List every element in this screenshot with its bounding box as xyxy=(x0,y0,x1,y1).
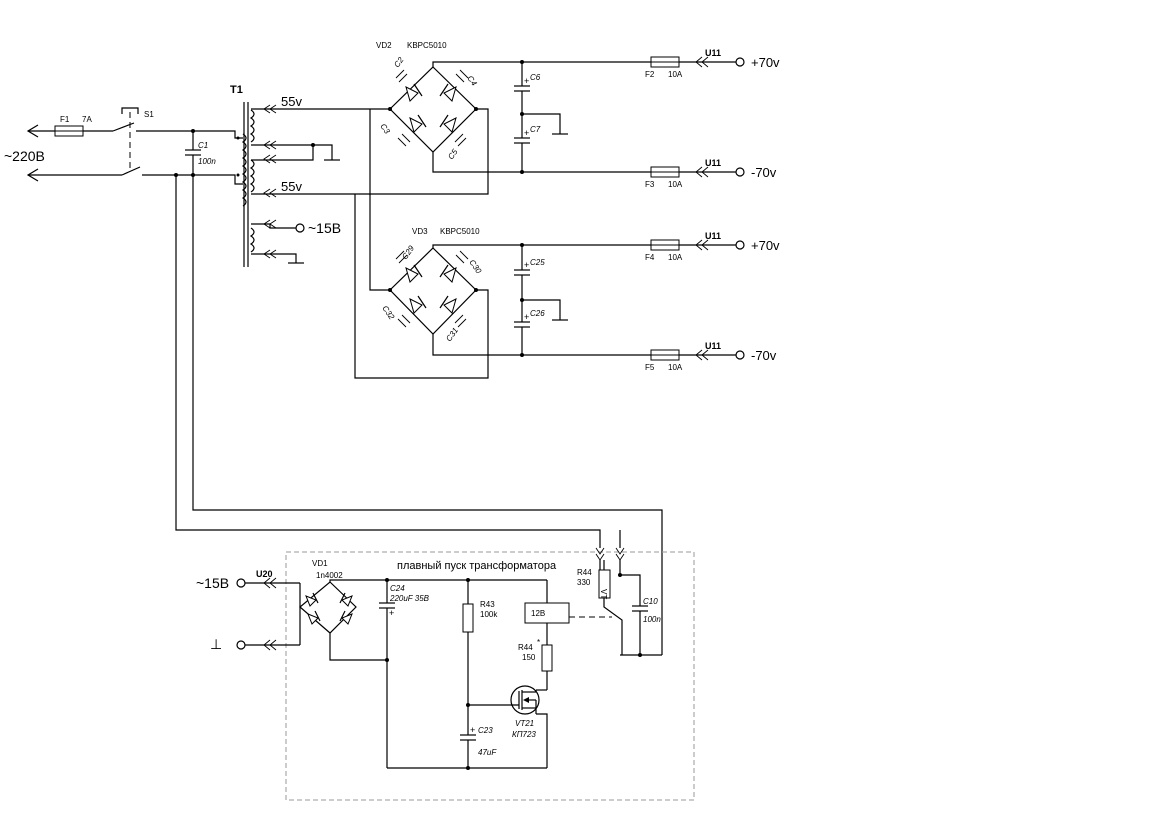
output-2-connector: U11 xyxy=(705,158,721,168)
svg-text:*: * xyxy=(537,638,540,647)
vd1-ref: VD1 xyxy=(312,559,328,568)
fuse-f1: F1 7A xyxy=(54,115,92,137)
switch-s1-ref: S1 xyxy=(144,110,154,119)
relay-label: 12В xyxy=(531,609,545,618)
output-1-voltage: +70v xyxy=(751,55,780,70)
cap-c1-value: 100n xyxy=(198,157,216,166)
svg-text:+: + xyxy=(524,260,529,270)
bridge-vd2-filter-cap-2: C7 xyxy=(530,125,541,134)
output-2: F3 10A U11 -70v xyxy=(522,158,777,189)
output-4-connector: U11 xyxy=(705,341,721,351)
bridge-vd2-ref: VD2 xyxy=(376,41,392,50)
mains-input: ~220В xyxy=(4,124,122,182)
bridge-vd3-filter-cap-1: C25 xyxy=(530,258,545,267)
output-1-fuse: F2 xyxy=(645,70,655,79)
bridge-vd2-cap-2: C4 xyxy=(465,74,479,88)
output-2-fuse: F3 xyxy=(645,180,655,189)
r44a-value: 150 xyxy=(522,653,536,662)
output-2-voltage: -70v xyxy=(751,165,777,180)
output-3-fuse: F4 xyxy=(645,253,655,262)
vt21-ref: VT21 xyxy=(515,719,534,728)
bottom-winding-label: 55v xyxy=(281,179,302,194)
r44b-value: 330 xyxy=(577,578,591,587)
bridge-vd3: VD3 KBPC5010 C29 C30 C32 C31 + xyxy=(380,227,568,357)
output-4-voltage: -70v xyxy=(751,348,777,363)
top-winding-label: 55v xyxy=(281,94,302,109)
softstart-block: плавный пуск трансформатора ~15В U20 ⊥ V… xyxy=(196,530,695,801)
output-3-connector: U11 xyxy=(705,231,721,241)
svg-text:+: + xyxy=(524,128,529,138)
output-3-voltage: +70v xyxy=(751,238,780,253)
r43-ref: R43 xyxy=(480,600,495,609)
r43-value: 100k xyxy=(480,610,498,619)
bridge-vd3-cap-4: C31 xyxy=(444,326,460,343)
output-1-rating: 10A xyxy=(668,70,683,79)
vd1-part: 1n4002 xyxy=(316,571,343,580)
output-2-rating: 10A xyxy=(668,180,683,189)
transformer-t1: T1 55v 55v xyxy=(230,84,370,267)
softstart-connector: U20 xyxy=(256,569,273,579)
svg-text:+: + xyxy=(470,725,475,735)
softstart-ground-symbol: ⊥ xyxy=(210,636,222,652)
triac-label: VT xyxy=(599,589,608,599)
aux-winding-label: ~15В xyxy=(308,220,341,236)
fuse-f1-ref: F1 xyxy=(60,115,70,124)
bridge-vd3-cap-2: C30 xyxy=(467,258,483,276)
svg-text:+: + xyxy=(389,608,394,618)
transformer-ref: T1 xyxy=(230,84,243,96)
output-1: F2 10A U11 +70v xyxy=(522,48,780,79)
bridge-vd2-cap-4: C5 xyxy=(446,147,460,161)
c24-value: 220uF 35В xyxy=(389,594,430,603)
c10-ref: C10 xyxy=(643,597,658,606)
bridge-vd3-ref: VD3 xyxy=(412,227,428,236)
r44b-ref: R44 xyxy=(577,568,592,577)
bridge-vd2: VD2 KBPC5010 C2 C4 C3 C5 xyxy=(370,41,568,195)
bridge-vd2-filter-cap-1: C6 xyxy=(530,73,541,82)
r44a-ref: R44 xyxy=(518,643,533,652)
output-4: F5 10A U11 -70v xyxy=(522,341,777,372)
bridge-vd2-cap-1: C2 xyxy=(392,55,406,69)
bridge-vd3-part: KBPC5010 xyxy=(440,227,480,236)
vt21-part: КП723 xyxy=(512,730,536,739)
output-1-connector: U11 xyxy=(705,48,721,58)
cap-c1-ref: C1 xyxy=(198,141,208,150)
c24-ref: C24 xyxy=(390,584,405,593)
c23-value: 47uF xyxy=(478,748,497,757)
output-3: F4 10A U11 +70v xyxy=(522,231,780,262)
bridge-vd3-filter-cap-2: C26 xyxy=(530,309,545,318)
svg-text:+: + xyxy=(524,76,529,86)
bridge-vd2-cap-3: C3 xyxy=(378,122,392,136)
c23-ref: C23 xyxy=(478,726,493,735)
bridge-vd3-cap-3: C32 xyxy=(380,304,396,322)
bridge-vd3-cap-1: C29 xyxy=(400,244,416,262)
output-4-rating: 10A xyxy=(668,363,683,372)
output-3-rating: 10A xyxy=(668,253,683,262)
bridge-vd2-part: KBPC5010 xyxy=(407,41,447,50)
cap-c1: C1 100n xyxy=(185,131,216,175)
softstart-title: плавный пуск трансформатора xyxy=(397,560,557,572)
fuse-f1-rating: 7A xyxy=(82,115,92,124)
mains-label: ~220В xyxy=(4,148,45,164)
c10-value: 100n xyxy=(643,615,661,624)
output-4-fuse: F5 xyxy=(645,363,655,372)
svg-text:+: + xyxy=(524,312,529,322)
softstart-input-label: ~15В xyxy=(196,575,229,591)
switch-s1: S1 xyxy=(112,107,176,176)
